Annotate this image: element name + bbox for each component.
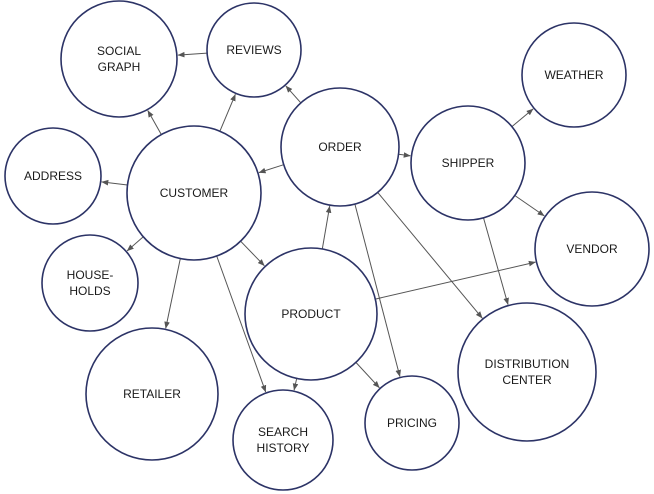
node-customer: CUSTOMER <box>126 125 262 261</box>
edge-customer-to-search-history <box>216 255 267 393</box>
node-households: HOUSE- HOLDS <box>41 234 139 332</box>
node-circle-address <box>4 127 102 225</box>
node-label-households: HOLDS <box>69 284 110 298</box>
node-circle-shipper <box>410 105 526 221</box>
node-retailer: RETAILER <box>85 327 219 461</box>
node-label-search-history: SEARCH <box>258 425 308 439</box>
edge-customer-to-address <box>101 179 128 186</box>
node-label-shipper: SHIPPER <box>442 156 495 170</box>
node-label-search-history: HISTORY <box>257 441 310 455</box>
node-address: ADDRESS <box>4 127 102 225</box>
node-label-households: HOUSE- <box>67 268 114 282</box>
edge-shipper-to-weather <box>511 108 534 127</box>
node-weather: WEATHER <box>521 22 627 128</box>
node-distribution-center: DISTRIBUTION CENTER <box>457 302 597 442</box>
edge-shipper-to-distribution-center <box>483 217 509 305</box>
edge-reviews-to-social-graph <box>177 51 208 58</box>
node-label-pricing: PRICING <box>387 416 437 430</box>
node-label-distribution-center: DISTRIBUTION <box>485 357 570 371</box>
edge-product-to-order <box>321 205 332 250</box>
edge-product-to-vendor <box>375 260 536 300</box>
edge-order-to-customer <box>258 164 284 174</box>
node-reviews: REVIEWS <box>206 2 302 98</box>
node-circle-search-history <box>232 389 334 491</box>
node-circle-retailer <box>85 327 219 461</box>
node-label-distribution-center: CENTER <box>502 373 552 387</box>
nodes-layer: SOCIAL GRAPH REVIEWS WEATHER ADDRESS CUSTOMER… <box>4 0 650 491</box>
node-label-order: ORDER <box>318 140 362 154</box>
node-order: ORDER <box>280 87 400 207</box>
node-circle-reviews <box>206 2 302 98</box>
node-circle-customer <box>126 125 262 261</box>
node-circle-pricing <box>364 375 460 471</box>
node-label-weather: WEATHER <box>544 68 603 82</box>
node-label-social-graph: GRAPH <box>98 60 141 74</box>
node-circle-vendor <box>534 191 650 307</box>
node-shipper: SHIPPER <box>410 105 526 221</box>
node-circle-order <box>280 87 400 207</box>
edge-product-to-pricing <box>355 362 380 389</box>
edge-customer-to-reviews <box>219 93 236 132</box>
node-label-product: PRODUCT <box>281 307 341 321</box>
node-label-reviews: REVIEWS <box>226 43 281 57</box>
node-circle-weather <box>521 22 627 128</box>
node-label-retailer: RETAILER <box>123 387 181 401</box>
edge-shipper-to-vendor <box>514 195 545 217</box>
edge-customer-to-social-graph <box>147 110 162 135</box>
node-circle-households <box>41 234 139 332</box>
edge-product-to-search-history <box>292 378 299 391</box>
node-circle-social-graph <box>60 0 178 118</box>
node-product: PRODUCT <box>244 247 378 381</box>
node-label-customer: CUSTOMER <box>160 186 229 200</box>
node-vendor: VENDOR <box>534 191 650 307</box>
node-label-social-graph: SOCIAL <box>97 44 141 58</box>
node-label-vendor: VENDOR <box>566 242 618 256</box>
node-search-history: SEARCH HISTORY <box>232 389 334 491</box>
edge-order-to-pricing <box>354 203 401 377</box>
edge-order-to-reviews <box>285 85 302 104</box>
edge-order-to-shipper <box>398 152 411 158</box>
node-circle-distribution-center <box>457 302 597 442</box>
node-social-graph: SOCIAL GRAPH <box>60 0 178 118</box>
node-label-address: ADDRESS <box>24 169 82 183</box>
node-pricing: PRICING <box>364 375 460 471</box>
edge-order-to-distribution-center <box>377 192 483 319</box>
edge-customer-to-retailer <box>164 258 181 329</box>
edge-customer-to-product <box>240 240 265 267</box>
edges-layer <box>101 51 545 393</box>
node-circle-product <box>244 247 378 381</box>
edge-customer-to-households <box>126 236 144 252</box>
